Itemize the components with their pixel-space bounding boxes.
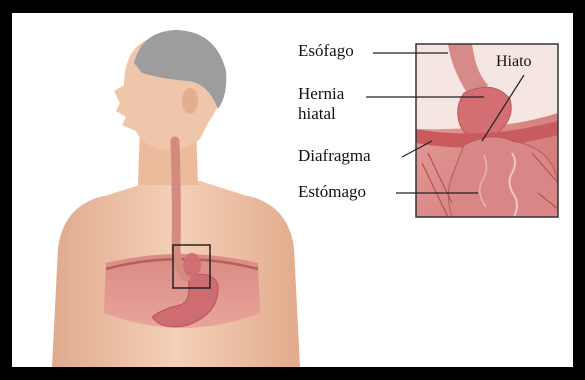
label-hernia-line2: hiatal bbox=[298, 105, 336, 123]
anatomy-illustration bbox=[12, 13, 573, 367]
diagram-frame: Esófago Hernia hiatal Diafragma Estómago… bbox=[12, 13, 573, 367]
label-estomago: Estómago bbox=[298, 183, 366, 201]
label-esofago: Esófago bbox=[298, 42, 354, 60]
label-hernia-line1: Hernia bbox=[298, 85, 344, 103]
ear bbox=[182, 88, 198, 114]
body-hernia bbox=[183, 253, 201, 277]
label-diafragma: Diafragma bbox=[298, 147, 371, 165]
label-hiato: Hiato bbox=[496, 53, 532, 71]
inset-closeup bbox=[416, 44, 558, 217]
